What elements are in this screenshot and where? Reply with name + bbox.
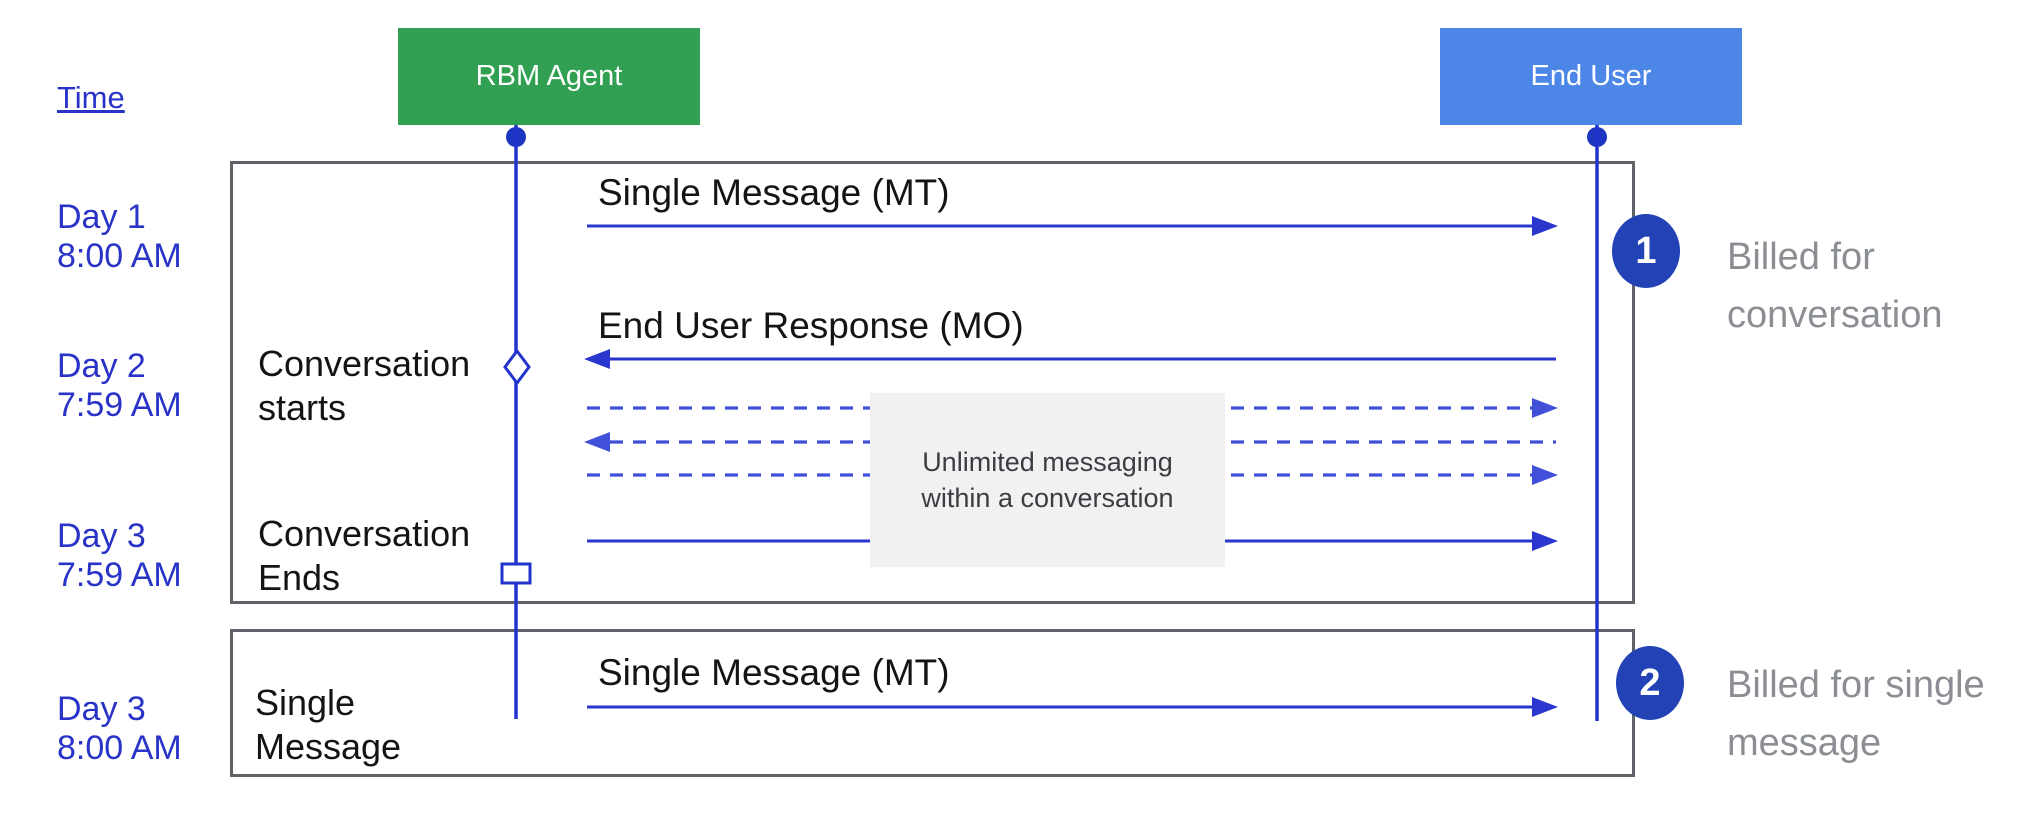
conversation-phase-box: [230, 161, 1635, 604]
rbm-agent-label: RBM Agent: [475, 60, 623, 92]
rbm-agent-actor-box: RBM Agent: [398, 28, 700, 125]
end-user-actor-box: End User: [1440, 28, 1742, 125]
unlimited-dashed-arrow-right-2: [587, 465, 1558, 485]
conversation-ends-label: Conversation Ends: [258, 513, 471, 598]
mo-response-arrow: [584, 349, 1556, 369]
end-user-label: End User: [1530, 60, 1652, 92]
billed-single-badge: 2: [1616, 646, 1684, 720]
time-entry-day3-759: Day 3 7:59 AM: [57, 517, 182, 594]
mo-response-label: End User Response (MO): [598, 305, 1024, 346]
conversation-starts-label: Conversation starts: [258, 343, 471, 428]
time-entry-day1: Day 1 8:00 AM: [57, 198, 182, 275]
billed-single-text: Billed for single message: [1727, 664, 1985, 764]
single-message-mt-label: Single Message (MT): [598, 652, 950, 693]
unlimited-messaging-note-text: Unlimited messaging within a conversatio…: [921, 447, 1174, 513]
conversation-start-diamond-marker: [503, 348, 531, 386]
time-entry-day3-800: Day 3 8:00 AM: [57, 690, 182, 767]
single-message-row-label: Single Message: [255, 682, 402, 767]
mt-message-arrow: [587, 216, 1558, 236]
rbm-agent-lifeline: [506, 125, 526, 719]
unlimited-dashed-arrow-right-1: [587, 398, 1558, 418]
conversation-end-square-marker: [500, 562, 532, 585]
billed-conversation-badge: 1: [1612, 214, 1680, 288]
mt-message-label: Single Message (MT): [598, 172, 950, 213]
billed-single-badge-number: 2: [1639, 661, 1661, 704]
time-axis-label: Time: [57, 80, 125, 115]
billed-conversation-text: Billed for conversation: [1727, 236, 1943, 336]
unlimited-messaging-note: Unlimited messaging within a conversatio…: [870, 393, 1225, 567]
billed-conversation-badge-number: 1: [1635, 229, 1657, 272]
single-message-mt-arrow: [587, 697, 1558, 717]
time-entry-day2: Day 2 7:59 AM: [57, 347, 182, 424]
end-user-lifeline: [1587, 125, 1607, 721]
